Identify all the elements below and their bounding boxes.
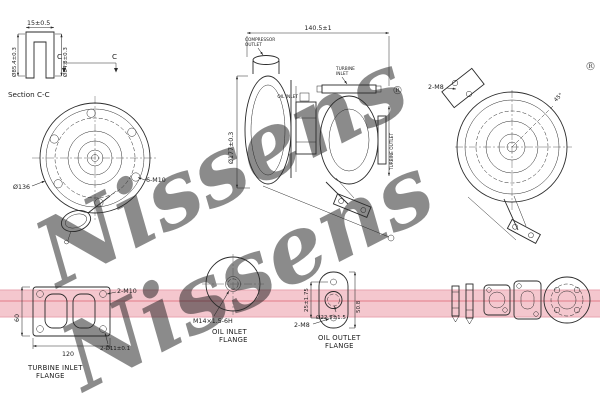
dim-angle-label: 45° bbox=[553, 92, 564, 103]
brand-watermark: Nissens Nissens ® ® bbox=[16, 30, 596, 400]
inlet-diameter-dimension: Ø177±0.3 bbox=[227, 75, 250, 189]
dim-outer-diameter-label: Ø85.4±0.3 bbox=[11, 47, 18, 77]
dim-inlet-diameter-label: Ø177±0.3 bbox=[227, 132, 235, 164]
oil-outlet-flange-title: OIL OUTLET bbox=[318, 334, 361, 342]
oil-inlet-flange-title: OIL INLET bbox=[212, 328, 247, 336]
oil-outlet-flange-title: FLANGE bbox=[325, 342, 354, 350]
cut-letter: C bbox=[57, 52, 62, 61]
turbine-outlet-label: TURBINE OUTLET bbox=[389, 132, 395, 171]
compressor-front-view: C C Ø136 6-M10 bbox=[13, 52, 166, 245]
turbine-inlet-label: TURBINE bbox=[335, 66, 355, 72]
dim-hole-spacing-label: 25±1.75 bbox=[304, 288, 310, 312]
dim-bolt-pattern-label: 6-M10 bbox=[146, 177, 166, 184]
dim-inner-diameter-label: Ø84.8±0.3 bbox=[62, 47, 69, 77]
dim-flange-bolts-label: 2-M8 bbox=[428, 84, 444, 91]
turbine-inlet-flange-title: FLANGE bbox=[36, 372, 65, 380]
turbo-side-view: 140.5±1 COMPRESSOR OUTLET OIL INLET TURB… bbox=[244, 25, 395, 242]
turbine-inlet-flange-detail: 2-M10 2-Ø11±0.1 60 120 TURBINE INLET FLA… bbox=[14, 286, 137, 380]
dim-housing-diameter-label: Ø136 bbox=[13, 183, 30, 191]
dim-flange-width-label: 120 bbox=[62, 351, 74, 358]
turbine-inlet-flange-title: TURBINE INLET bbox=[27, 364, 83, 372]
cut-letter: C bbox=[112, 52, 117, 61]
turbine-inlet-label: INLET bbox=[336, 71, 349, 77]
dim-threaded-holes-label: 2-M10 bbox=[117, 288, 137, 295]
dim-overall-length-label: 140.5±1 bbox=[304, 25, 331, 32]
section-cc-view: 15±0.5 Ø85.4±0.3 Ø84.8±0.3 Section C-C bbox=[8, 20, 69, 99]
dim-flange-height-label: 60 bbox=[14, 314, 21, 322]
turbine-side-view: 2-M8 45° bbox=[428, 67, 572, 245]
dim-bolts-label: 2-M8 bbox=[294, 322, 310, 329]
compressor-outlet-label: COMPRESSOR bbox=[245, 37, 275, 43]
section-title: Section C-C bbox=[8, 90, 50, 99]
compressor-outlet-label: OUTLET bbox=[245, 42, 262, 48]
registered-mark: ® bbox=[585, 60, 596, 73]
registered-mark: ® bbox=[392, 84, 403, 97]
dim-flange-length-label: 50.8 bbox=[356, 300, 362, 313]
oil-outlet-flange-detail: 25±1.75 50.8 2-M8 Ø22.5±1.5 OIL OUTLET F… bbox=[294, 271, 362, 350]
accessory-parts bbox=[451, 276, 591, 325]
dim-bore-label: Ø22.5±1.5 bbox=[316, 314, 346, 321]
oil-inlet-flange-title: FLANGE bbox=[219, 336, 248, 344]
dim-clearance-holes-label: 2-Ø11±0.1 bbox=[100, 345, 130, 352]
dim-width-label: 15±0.5 bbox=[27, 20, 50, 27]
dim-thread-label: M14×1.5-6H bbox=[193, 318, 233, 325]
oil-inlet-label: OIL INLET bbox=[277, 94, 298, 100]
oil-inlet-flange-detail: M14×1.5-6H OIL INLET FLANGE bbox=[193, 254, 264, 344]
highlight-band bbox=[0, 289, 600, 318]
